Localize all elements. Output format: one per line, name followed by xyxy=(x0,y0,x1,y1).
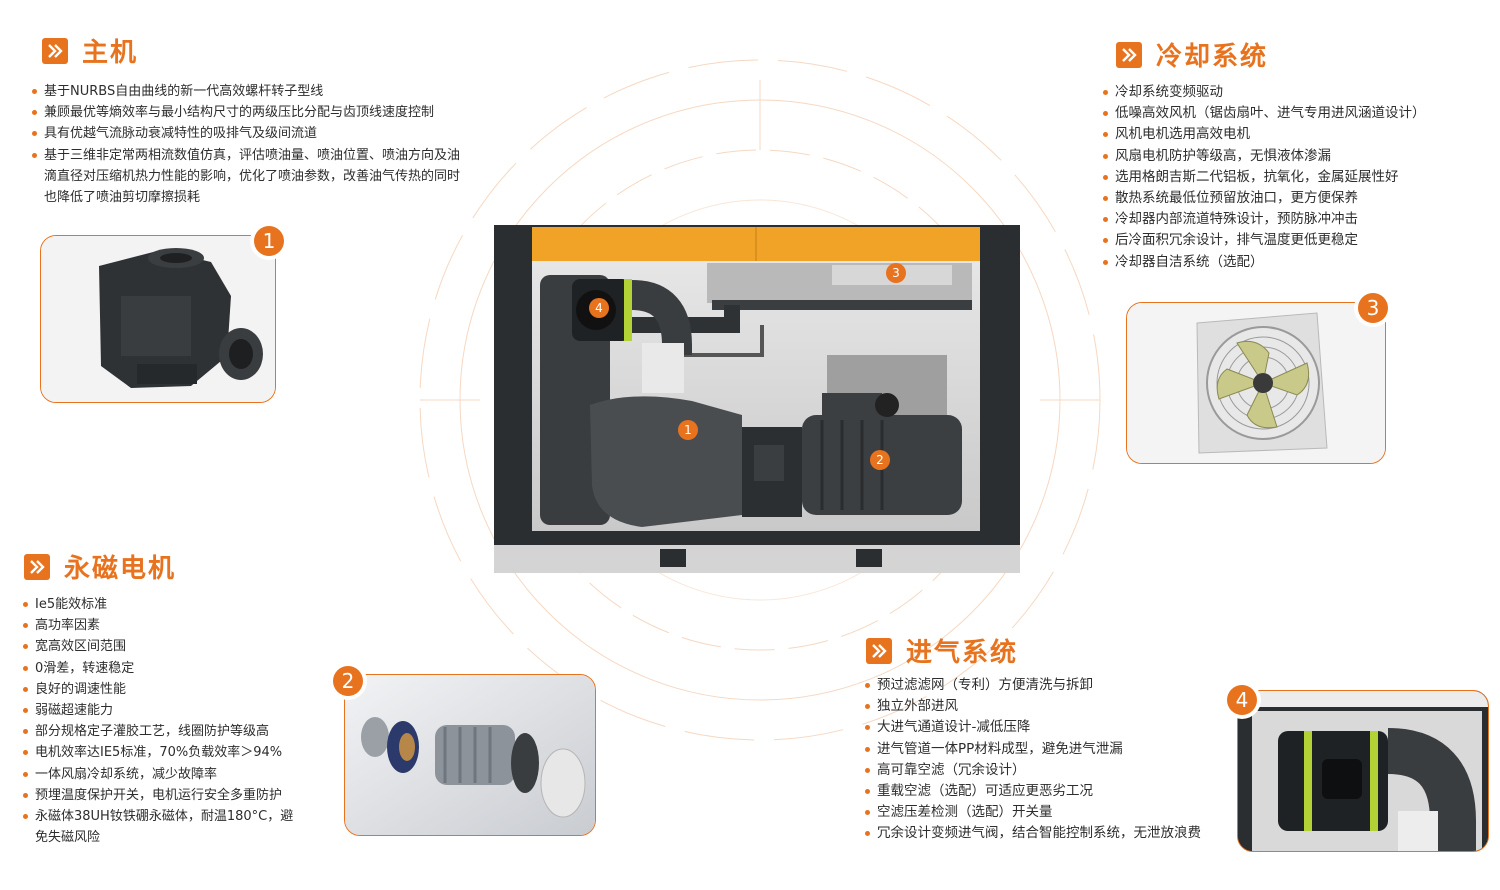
list-item: 一体风扇冷却系统，减少故障率 xyxy=(23,764,308,785)
fan-photo-card xyxy=(1126,302,1386,464)
motor-title: 永磁电机 xyxy=(64,554,177,584)
list-item: 永磁体38UH钕铁硼永磁体，耐温180°C，避免失磁风险 xyxy=(23,806,303,848)
list-item: 冷却系统变频驱动 xyxy=(1103,82,1483,103)
intake-filter-image xyxy=(1238,691,1488,851)
badge-1: 1 xyxy=(254,226,284,256)
double-chevron-right-icon xyxy=(1116,41,1142,68)
compressor-machine-image xyxy=(494,225,1020,573)
motor-photo-card xyxy=(344,674,596,836)
list-item: 重载空滤（选配）可适应更恶劣工况 xyxy=(865,781,1215,802)
cooling-bullet-list: 冷却系统变频驱动 低噪高效风机（锯齿扇叶、进气专用进风涵道设计） 风机电机选用高… xyxy=(1103,82,1483,273)
callout-4: 4 xyxy=(589,298,609,318)
host-bullet-list: 基于NURBS自由曲线的新一代高效螺杆转子型线 兼顾最优等熵效率与最小结构尺寸的… xyxy=(32,81,462,208)
list-item: 冷却器内部流道特殊设计，预防脉冲冲击 xyxy=(1103,209,1483,230)
list-item: 弱磁超速能力 xyxy=(23,700,308,721)
list-item: 高可靠空滤（冗余设计） xyxy=(865,760,1215,781)
list-item: 宽高效区间范围 xyxy=(23,636,308,657)
badge-4: 4 xyxy=(1227,685,1257,715)
double-chevron-right-icon xyxy=(866,637,892,664)
list-item: 风扇电机防护等级高，无惧液体渗漏 xyxy=(1103,146,1483,167)
intake-bullet-list: 预过滤滤网（专利）方便清洗与拆卸 独立外部进风 大进气通道设计-减低压降 进气管… xyxy=(865,675,1215,845)
list-item: 进气管道一体PP材料成型，避免进气泄漏 xyxy=(865,739,1215,760)
list-item: 独立外部进风 xyxy=(865,696,1215,717)
list-item: 大进气通道设计-减低压降 xyxy=(865,717,1215,738)
double-chevron-right-icon xyxy=(42,37,68,64)
list-item: 兼顾最优等熵效率与最小结构尺寸的两级压比分配与齿顶线速度控制 xyxy=(32,102,462,123)
cooling-section-title: 冷却系统 xyxy=(1116,36,1268,73)
list-item: 电机效率达IE5标准，70%负载效率＞94% xyxy=(23,742,308,763)
intake-title: 进气系统 xyxy=(906,638,1019,668)
cooling-title: 冷却系统 xyxy=(1156,42,1269,72)
list-item: 后冷面积冗余设计，排气温度更低更稳定 xyxy=(1103,230,1483,251)
callout-3: 3 xyxy=(886,263,906,283)
airend-image xyxy=(41,236,275,402)
list-item: 基于三维非定常两相流数值仿真，评估喷油量、喷油位置、喷油方向及油滴直径对压缩机热… xyxy=(32,145,462,209)
intake-photo-card xyxy=(1237,690,1489,852)
list-item: 高功率因素 xyxy=(23,615,308,636)
host-section-title: 主机 xyxy=(42,32,138,69)
list-item: 风机电机选用高效电机 xyxy=(1103,124,1483,145)
list-item: 具有优越气流脉动衰减特性的吸排气及级间流道 xyxy=(32,123,462,144)
list-item: 部分规格定子灌胶工艺，线圈防护等级高 xyxy=(23,721,308,742)
badge-3: 3 xyxy=(1358,293,1388,323)
list-item: 低噪高效风机（锯齿扇叶、进气专用进风涵道设计） xyxy=(1103,103,1483,124)
motor-exploded-image xyxy=(345,675,595,835)
list-item: Ie5能效标准 xyxy=(23,594,308,615)
callout-2: 2 xyxy=(870,450,890,470)
double-chevron-right-icon xyxy=(24,553,50,580)
motor-section-title: 永磁电机 xyxy=(24,548,176,585)
airend-photo-card xyxy=(40,235,276,403)
list-item: 冷却器自洁系统（选配） xyxy=(1103,252,1483,273)
list-item: 空滤压差检测（选配）开关量 xyxy=(865,802,1215,823)
list-item: 预埋温度保护开关，电机运行安全多重防护 xyxy=(23,785,308,806)
intake-section-title: 进气系统 xyxy=(866,632,1018,669)
list-item: 散热系统最低位预留放油口，更方便保养 xyxy=(1103,188,1483,209)
list-item: 良好的调速性能 xyxy=(23,679,308,700)
fan-image xyxy=(1127,303,1385,463)
list-item: 基于NURBS自由曲线的新一代高效螺杆转子型线 xyxy=(32,81,462,102)
list-item: 0滑差，转速稳定 xyxy=(23,658,308,679)
badge-2: 2 xyxy=(333,666,363,696)
list-item: 选用格朗吉斯二代铝板，抗氧化，金属延展性好 xyxy=(1103,167,1483,188)
list-item: 预过滤滤网（专利）方便清洗与拆卸 xyxy=(865,675,1215,696)
callout-1: 1 xyxy=(678,420,698,440)
motor-bullet-list: Ie5能效标准 高功率因素 宽高效区间范围 0滑差，转速稳定 良好的调速性能 弱… xyxy=(23,594,308,848)
host-title: 主机 xyxy=(82,38,139,68)
list-item: 冗余设计变频进气阀，结合智能控制系统，无泄放浪费 xyxy=(865,823,1215,844)
